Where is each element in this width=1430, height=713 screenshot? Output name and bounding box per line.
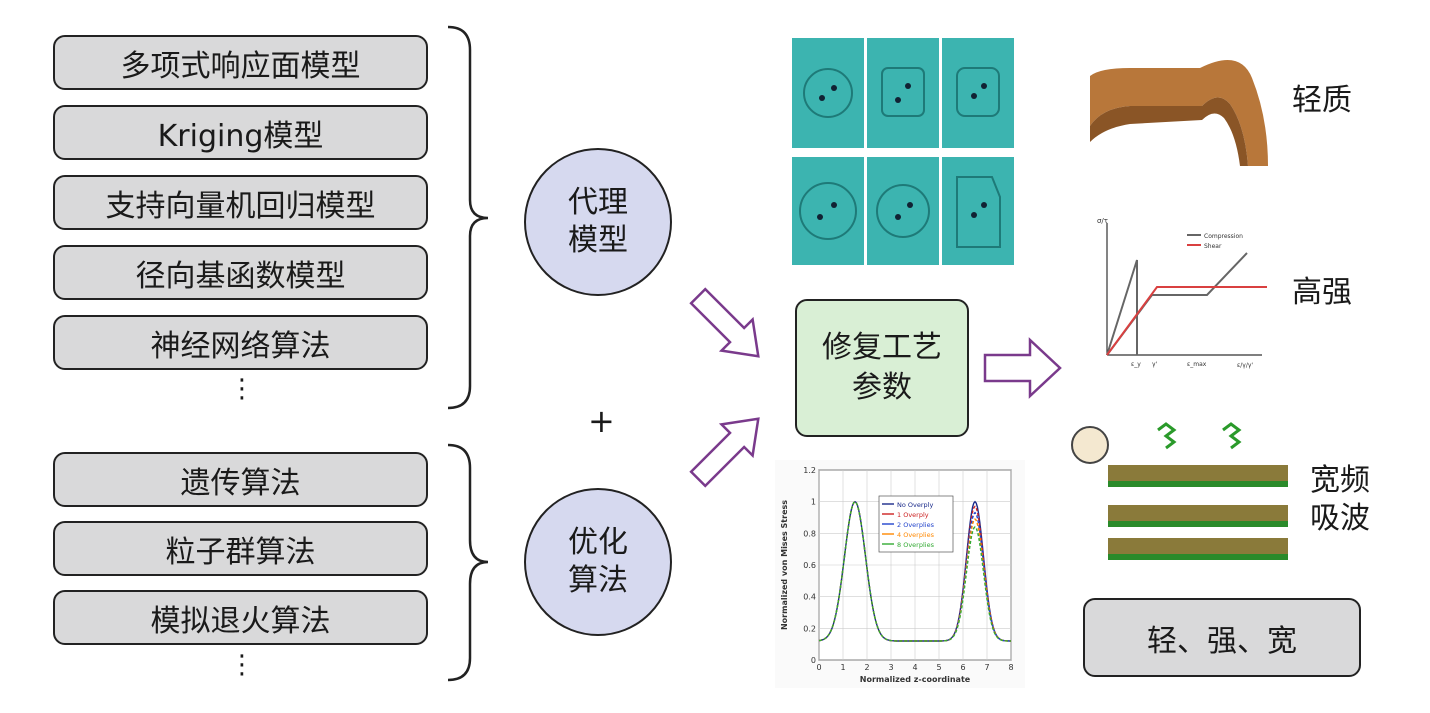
legend-label: 1 Overply (897, 511, 929, 519)
y-tick-label: 0 (811, 656, 816, 665)
fe-mesh-bottom-svg (792, 157, 1014, 265)
x-tick-label: 3 (888, 663, 893, 672)
surrogate-model-circle: 代理模型 (524, 148, 672, 296)
y-axis-label: Normalized von Mises Stress (780, 500, 789, 630)
legend-label: 8 Overplies (897, 541, 935, 549)
y-tick-label: 1 (811, 498, 816, 507)
property-broadband: 宽频 吸波 (1310, 462, 1370, 538)
stress-strain-chart: Compression Shear σ/τ ε/γ/γ' ε_y γ' ε_ma… (1097, 215, 1267, 370)
surrogate-model-item: 神经网络算法 (53, 315, 428, 370)
x-tick-label: 2 (864, 663, 869, 672)
summary-box: 轻、强、宽 (1083, 598, 1361, 677)
brace-surrogate (447, 25, 489, 410)
circle-line: 算法 (568, 563, 628, 598)
x-axis-label: ε/γ/γ' (1237, 362, 1253, 369)
series-line (818, 500, 1011, 642)
property-light: 轻质 (1292, 83, 1352, 118)
center-line: 修复工艺 (822, 330, 942, 365)
legend-label: No Overply (897, 501, 933, 509)
property-strong: 高强 (1292, 275, 1352, 310)
y-tick-label: 0.4 (803, 593, 816, 602)
x-tick-label: 8 (1008, 663, 1013, 672)
property-broadband-line: 吸波 (1310, 501, 1370, 536)
y-tick-label: 0.2 (803, 624, 816, 633)
circle-line: 优化 (568, 525, 628, 560)
optimization-algorithm-item: 模拟退火算法 (53, 590, 428, 645)
circle-line: 模型 (568, 223, 628, 258)
fe-mesh-top-svg (792, 38, 1014, 148)
legend-label: 2 Overplies (897, 521, 935, 529)
center-line: 参数 (852, 370, 912, 405)
surrogate-model-item: Kriging模型 (53, 105, 428, 160)
optimization-algorithm-circle: 优化算法 (524, 488, 672, 636)
surrogate-model-item: 多项式响应面模型 (53, 35, 428, 90)
brace-optimization (447, 443, 489, 682)
optimization-algorithm-item: 遗传算法 (53, 452, 428, 507)
surrogate-model-item: 径向基函数模型 (53, 245, 428, 300)
y-tick-label: 0.6 (803, 561, 816, 570)
arrow-up-right-icon (689, 417, 760, 488)
surrogate-model-item: 支持向量机回归模型 (53, 175, 428, 230)
x-tick-label: 0 (816, 663, 821, 672)
circle-line: 代理 (568, 185, 628, 220)
x-tick-label: 4 (912, 663, 917, 672)
absorber-svg (1071, 422, 1288, 560)
arrow-down-right-icon (689, 287, 760, 358)
y-axis-label: σ/τ (1097, 217, 1108, 225)
plus-sign: + (588, 402, 615, 440)
legend-compression: Compression (1204, 233, 1243, 240)
x-tick-label: 7 (984, 663, 989, 672)
arrow-right-icon (983, 337, 1062, 399)
y-tick-label: 1.2 (803, 466, 816, 475)
legend-shear: Shear (1204, 243, 1222, 250)
x-tick-label: 6 (960, 663, 965, 672)
broadband-absorber-image (1068, 410, 1294, 575)
x-tick-label: ε_y (1131, 361, 1141, 368)
x-tick-label: ε_max (1187, 361, 1207, 368)
x-tick-label: 5 (936, 663, 941, 672)
repair-parameters-box: 修复工艺 参数 (795, 299, 969, 437)
y-tick-label: 0.8 (803, 529, 816, 538)
stress-strain-svg: Compression Shear σ/τ ε/γ/γ' ε_y γ' ε_ma… (1097, 217, 1267, 369)
property-broadband-line: 宽频 (1310, 463, 1370, 498)
optimization-algorithm-item: 粒子群算法 (53, 521, 428, 576)
x-tick-label: γ' (1152, 361, 1158, 368)
legend-label: 4 Overplies (897, 531, 935, 539)
fe-mesh-images-bottom (792, 157, 1014, 265)
x-axis-label: Normalized z-coordinate (860, 675, 971, 684)
honeycomb-svg (1090, 60, 1268, 166)
x-tick-label: 1 (840, 663, 845, 672)
fe-mesh-images-top (792, 38, 1014, 148)
honeycomb-panel-image (1090, 38, 1268, 166)
